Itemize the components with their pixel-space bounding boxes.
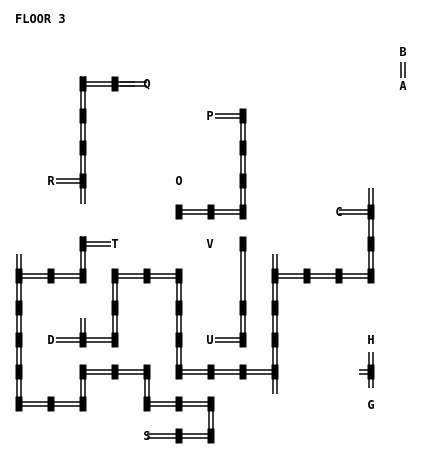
marker-r: R [47,174,55,188]
room-node [143,364,151,380]
room-node [239,204,247,220]
room-node [175,396,183,412]
room-node [271,332,279,348]
marker-c: C [335,205,343,219]
room-node [79,140,87,156]
marker-a: A [399,79,407,93]
room-node [207,204,215,220]
room-node [15,268,23,284]
room-node [79,268,87,284]
marker-h: H [367,333,375,347]
marker-o: O [175,174,183,188]
room-node [47,396,55,412]
room-node [239,332,247,348]
room-node [111,332,119,348]
room-node [271,300,279,316]
room-node [207,396,215,412]
floor-title: FLOOR 3 [15,12,66,26]
room-node [271,364,279,380]
room-node [175,332,183,348]
marker-p: P [206,109,214,123]
room-node [239,140,247,156]
room-node [111,300,119,316]
room-node [15,300,23,316]
room-node [15,332,23,348]
room-node [79,173,87,189]
room-node [143,396,151,412]
room-node [111,364,119,380]
room-node [143,268,151,284]
marker-g: G [367,398,375,412]
room-node [111,268,119,284]
room-node [239,173,247,189]
room-node [367,236,375,252]
room-node [367,364,375,380]
room-node [367,204,375,220]
marker-q: Q [143,77,151,91]
room-node [111,76,119,92]
marker-d: D [47,333,55,347]
room-node [239,108,247,124]
room-node [79,76,87,92]
room-node [79,396,87,412]
room-node [303,268,311,284]
marker-v: V [206,237,214,251]
room-node [239,300,247,316]
room-node [207,428,215,444]
marker-t: T [111,237,119,251]
room-node [175,364,183,380]
room-node [207,364,215,380]
room-node [79,108,87,124]
room-node [175,268,183,284]
room-node [175,300,183,316]
room-node [175,204,183,220]
room-node [239,236,247,252]
room-node [79,332,87,348]
room-node [239,364,247,380]
room-node [15,364,23,380]
room-node [175,428,183,444]
marker-s: S [143,429,151,443]
room-node [47,268,55,284]
room-node [335,268,343,284]
room-node [367,268,375,284]
room-node [271,268,279,284]
room-node [79,364,87,380]
room-node [79,236,87,252]
room-node [15,396,23,412]
marker-u: U [206,333,214,347]
marker-b: B [399,45,407,59]
